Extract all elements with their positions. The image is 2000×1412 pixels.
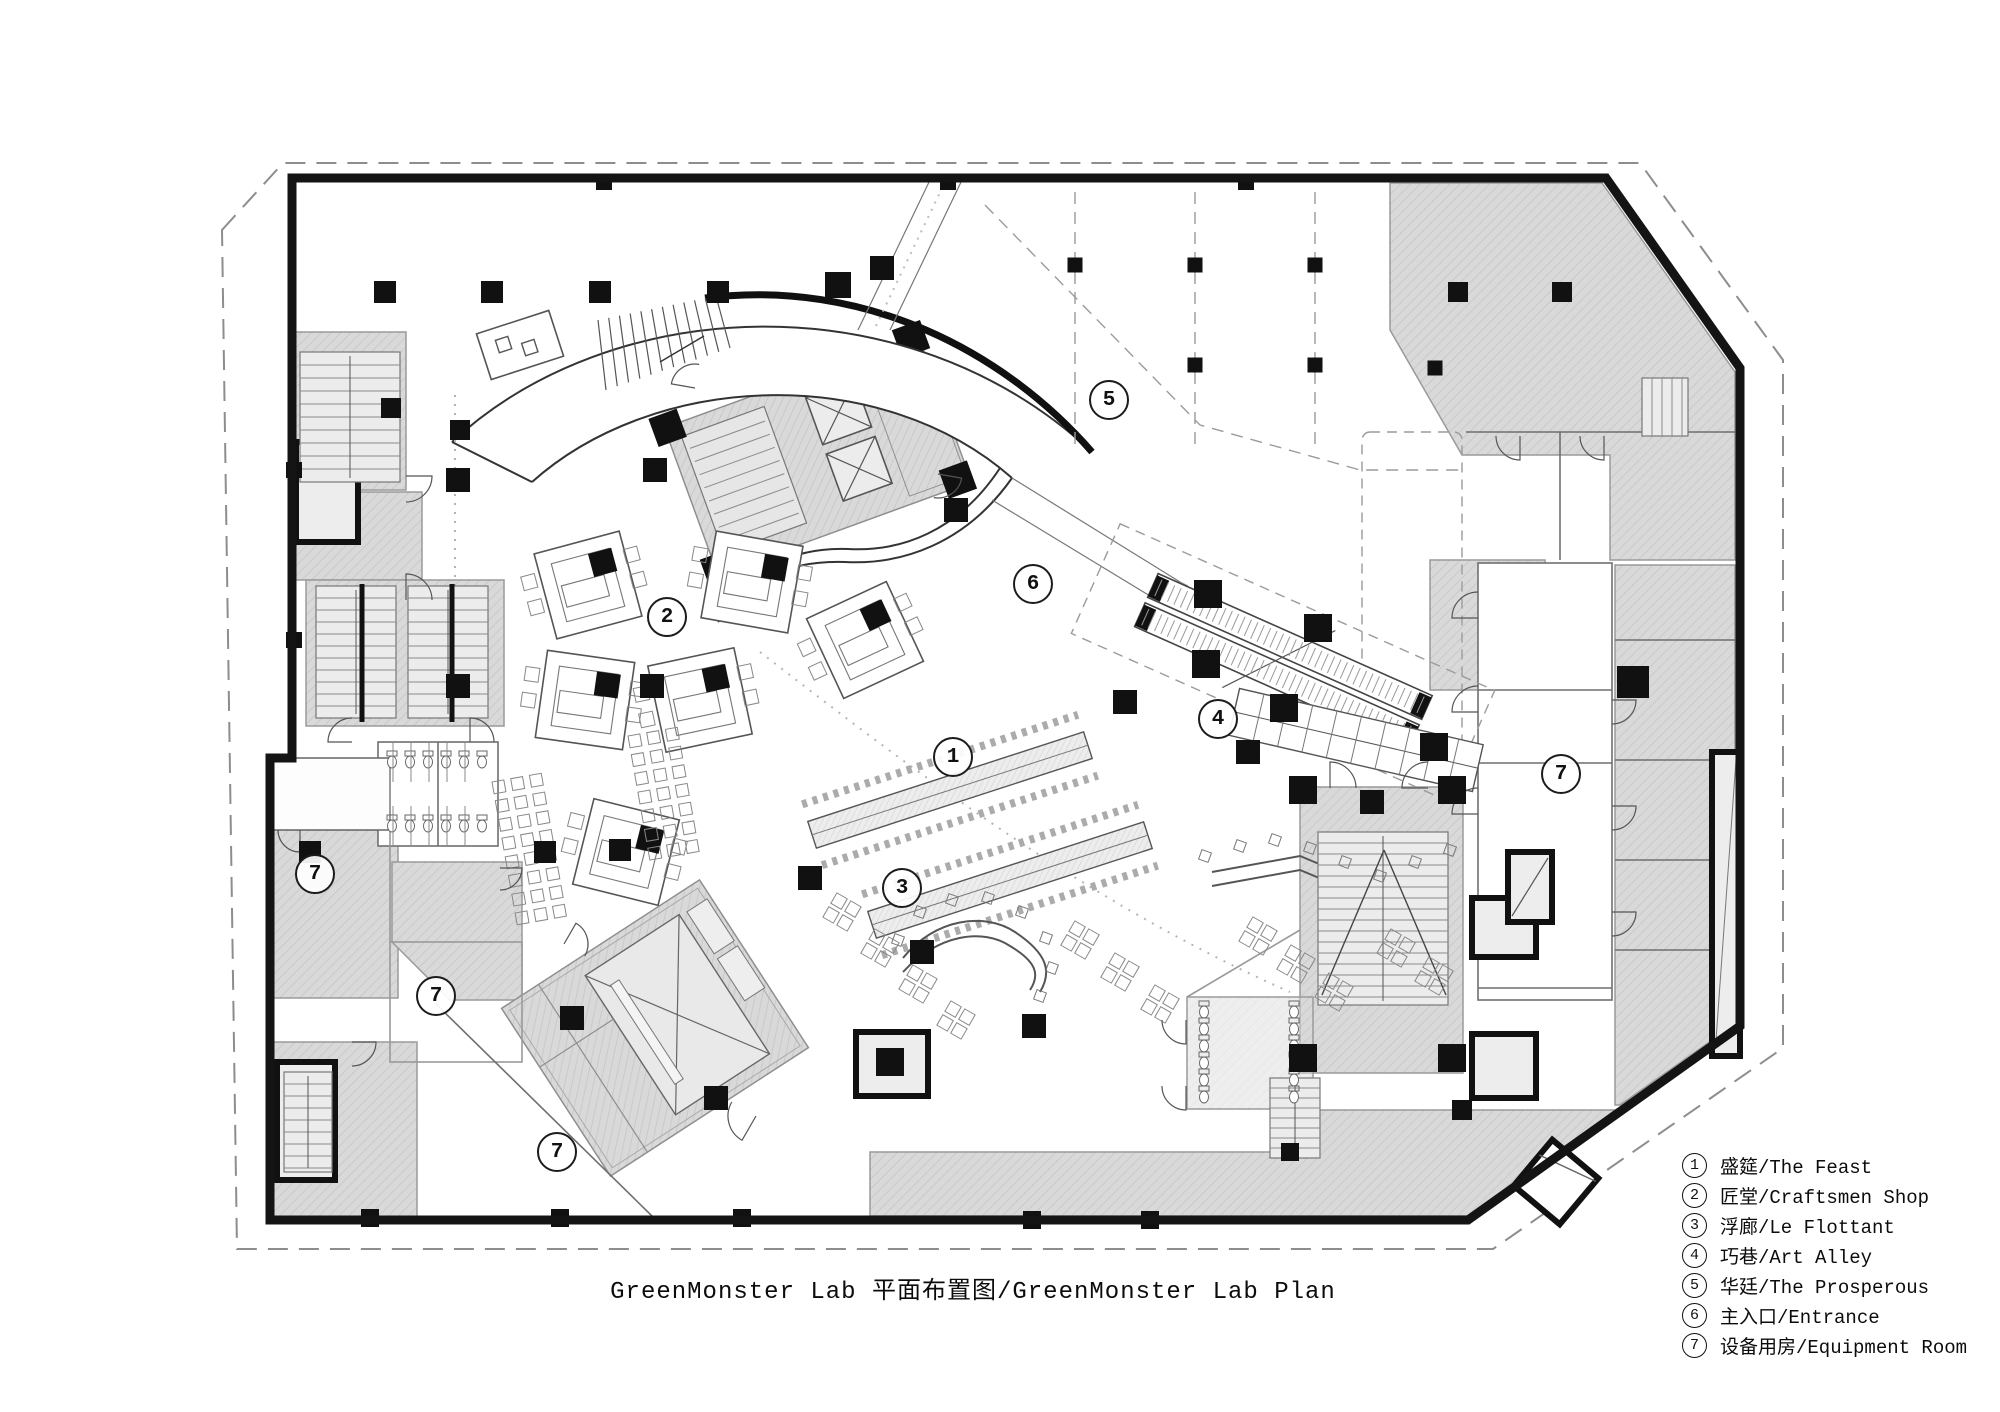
entrance-vestibule — [1509, 1135, 1603, 1229]
zone-marker-art-alley: 4 — [1198, 699, 1238, 739]
grid-lines — [759, 179, 1463, 993]
legend-item-label: 设备用房/Equipment Room — [1720, 1336, 1968, 1359]
property-line — [220, 162, 1784, 1250]
legend-number-icon: 6 — [1682, 1302, 1707, 1328]
legend-item-label: 主入口/Entrance — [1720, 1306, 1880, 1329]
zone-marker-equipment-room: 7 — [295, 854, 335, 894]
legend-number-icon: 1 — [1682, 1152, 1707, 1178]
legend-item-label: 巧巷/Art Alley — [1720, 1246, 1873, 1269]
legend-number-icon: 4 — [1682, 1242, 1707, 1268]
legend-item-art-alley: 4 巧巷/Art Alley — [1682, 1240, 1967, 1270]
stools — [890, 832, 1458, 1004]
stair-glyphs — [283, 351, 1689, 1173]
legend-number-icon: 3 — [1682, 1212, 1707, 1238]
multifunction-hall — [500, 878, 810, 1178]
legend-number-icon: 5 — [1682, 1272, 1707, 1298]
legend: 1 盛筵/The Feast 2 匠堂/Craftsmen Shop 3 浮廊/… — [1682, 1150, 1967, 1360]
boundary-wall — [265, 173, 1745, 1225]
zone-marker-equipment-room: 7 — [537, 1132, 577, 1172]
legend-number-icon: 7 — [1682, 1332, 1707, 1358]
legend-item-label: 盛筵/The Feast — [1720, 1156, 1873, 1179]
zone-marker-the-feast: 1 — [933, 737, 973, 777]
curved-ramp — [451, 291, 1095, 700]
zone-marker-le-flottant: 3 — [882, 868, 922, 908]
legend-item-equipment-room: 7 设备用房/Equipment Room — [1682, 1330, 1967, 1360]
legend-item-le-flottant: 3 浮廊/Le Flottant — [1682, 1210, 1967, 1240]
legend-item-label: 浮廊/Le Flottant — [1720, 1216, 1895, 1239]
chair-clusters — [491, 726, 1454, 1040]
zone-marker-the-prosperous: 5 — [1089, 380, 1129, 420]
zone-marker-craftsmen-shop: 2 — [647, 597, 687, 637]
page-title: GreenMonster Lab 平面布置图/GreenMonster Lab … — [610, 1279, 1336, 1306]
zone-marker-equipment-room: 7 — [416, 976, 456, 1016]
door-swings — [277, 363, 1637, 1142]
legend-item-entrance: 6 主入口/Entrance — [1682, 1300, 1967, 1330]
escalator — [1070, 522, 1496, 802]
zone-marker-entrance: 6 — [1013, 564, 1053, 604]
legend-item-label: 华廷/The Prosperous — [1720, 1276, 1930, 1299]
legend-item-the-prosperous: 5 华廷/The Prosperous — [1682, 1270, 1967, 1300]
legend-item-label: 匠堂/Craftsmen Shop — [1720, 1186, 1930, 1209]
legend-number-icon: 2 — [1682, 1182, 1707, 1208]
zone-marker-equipment-room: 7 — [1541, 754, 1581, 794]
workshop-tables — [519, 530, 925, 907]
legend-item-craftsmen-shop: 2 匠堂/Craftsmen Shop — [1682, 1180, 1967, 1210]
legend-item-the-feast: 1 盛筵/The Feast — [1682, 1150, 1967, 1180]
